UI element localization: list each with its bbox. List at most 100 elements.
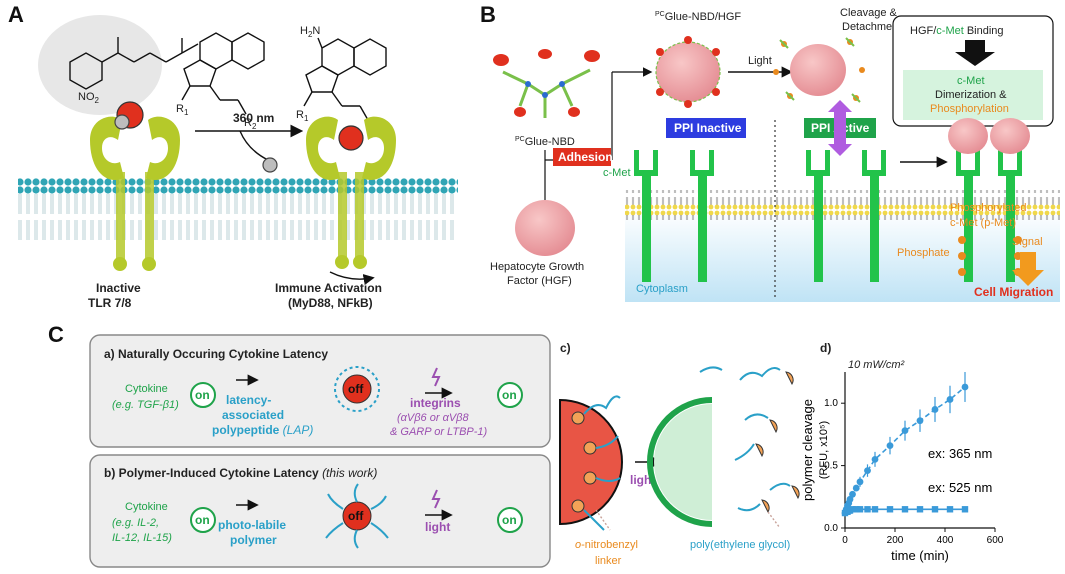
signal-label: Signal: [1012, 236, 1043, 248]
on-state-a1: [190, 382, 216, 408]
cleaved-fragments: [773, 37, 865, 103]
cell-membrane-a: [18, 178, 458, 240]
lightning-icon-b: [431, 489, 441, 509]
cytoplasm-region: [625, 210, 1060, 302]
panel-b-label: B: [480, 2, 496, 27]
box-a-title: a) Naturally Occuring Cytokine Latency: [104, 347, 328, 361]
chart-title: 10 mW/cm²: [848, 359, 905, 371]
down-arrow-icon: [955, 40, 995, 66]
no2-group: NO2: [78, 91, 100, 105]
x-tick-label: 0: [842, 535, 848, 546]
data-point: [856, 478, 864, 486]
off-label-b: off: [348, 509, 364, 523]
eg-tgf: (e.g. TGF-β1): [112, 399, 179, 411]
data-point: [916, 506, 924, 513]
activation-label-2: (MyD88, NFkB): [288, 296, 373, 310]
photo-label-2: polymer: [230, 533, 277, 547]
dimer-label-2: Dimerization &: [935, 89, 1007, 101]
lap-spiky-shell: [334, 366, 380, 412]
on-label-b2: on: [502, 513, 517, 527]
light-label-c1: light: [425, 520, 450, 534]
ppi-inactive-label: PPI Inactive: [674, 121, 742, 135]
glue-hgf-complex: [655, 41, 721, 103]
cmet-receptors: [634, 150, 1022, 282]
glue-hgf-label: PCGlue-NBD/HGF: [655, 11, 741, 23]
eg-il-1: (e.g. IL-2,: [112, 517, 159, 529]
benzene-ring: [69, 52, 103, 90]
inactive-label-1: Inactive: [96, 281, 141, 295]
photo-label-1: photo-labile: [218, 518, 286, 532]
box-polymer-latency: [89, 454, 551, 568]
activation-label-1: Immune Activation: [275, 281, 382, 295]
cage-group: [114, 114, 130, 130]
cleaved-hgf: [790, 44, 846, 96]
imidazoquinoline-core-right: [321, 38, 355, 76]
dimer-label-3: Phosphorylation: [930, 103, 1009, 115]
cleavage-label-1: Cleavage &: [840, 7, 898, 19]
imidazoquinoline-core: [199, 32, 233, 70]
phos-label-2: c-Met (p-Met): [950, 217, 1016, 229]
inactive-label-2: TLR 7/8: [88, 296, 132, 310]
on-label-b1: on: [195, 513, 210, 527]
binding-arrow-icon: [828, 100, 852, 156]
r1-label-left: R1: [176, 103, 189, 117]
y-tick-label: 1.0: [824, 398, 838, 409]
integrins-label: integrins: [410, 396, 461, 410]
data-point: [852, 484, 860, 492]
data-point: [931, 506, 939, 513]
cmet-label: c-Met: [603, 167, 631, 179]
on-state-b1: [190, 507, 216, 533]
data-point: [871, 455, 879, 463]
lightning-icon-a: [431, 367, 441, 387]
c-label: c): [560, 341, 571, 355]
photocage-highlight: [38, 15, 162, 115]
on-state-a2: [497, 382, 523, 408]
glue-nbd-molecule: [493, 49, 600, 118]
y-axis-label-units: (RFU, x10⁵): [818, 421, 830, 479]
data-point: [864, 506, 871, 513]
hgf-protein: [515, 200, 575, 256]
adhesion-label: Adhesion: [558, 150, 613, 164]
data-point: [856, 506, 864, 513]
panel-c-label: C: [48, 322, 64, 347]
linker-label-2: linker: [595, 555, 622, 567]
series-label-1: ex: 365 nm: [928, 446, 992, 461]
series-label-2: ex: 525 nm: [928, 480, 992, 495]
released-cage: [262, 157, 278, 173]
hgf-label-1: Hepatocyte Growth: [490, 261, 584, 273]
ppi-inactive-badge: [666, 118, 746, 138]
on-state-b2: [497, 507, 523, 533]
y-tick-label: 0.5: [824, 461, 838, 472]
data-point: [849, 506, 856, 513]
hgf-dimer-right: [990, 118, 1030, 154]
signaling-arrow: [329, 271, 375, 286]
data-point: [864, 467, 871, 474]
peg-label: poly(ethylene glycol): [690, 539, 790, 551]
cytokine-label-b: Cytokine: [125, 501, 168, 513]
x-tick-label: 200: [887, 535, 904, 546]
signal-arrow-icon: [1012, 252, 1044, 286]
data-point: [946, 506, 954, 513]
wavelength-label: 360 nm: [233, 111, 274, 125]
off-label-a: off: [348, 382, 364, 396]
data-point: [961, 383, 969, 391]
adhesion-badge: [553, 148, 611, 166]
polymer-shell: [325, 483, 389, 549]
data-point: [931, 406, 939, 413]
integ-label-2: & GARP or LTBP-1): [390, 426, 488, 438]
glue-nbd-label: PCGlue-NBD: [515, 136, 575, 148]
hgf-label-2: Factor (HGF): [507, 275, 572, 287]
on-label-a2: on: [502, 388, 517, 402]
cytoplasm-label: Cytoplasm: [636, 283, 688, 295]
data-point: [886, 442, 894, 450]
r2-label-left: R2: [244, 117, 257, 131]
phosphate-label: Phosphate: [897, 247, 950, 259]
data-point: [853, 506, 860, 513]
agonist-bound: [338, 125, 364, 151]
box-natural-latency: [89, 334, 551, 448]
r1-label-right: R1: [296, 109, 309, 123]
cleavage-curve: [239, 130, 269, 161]
data-point: [871, 506, 879, 513]
